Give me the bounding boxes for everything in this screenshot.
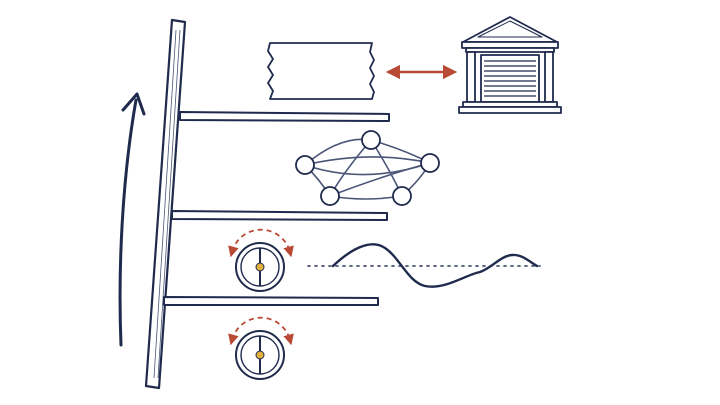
bank-building-icon bbox=[458, 16, 562, 114]
network-graph-icon bbox=[295, 130, 440, 206]
network-node bbox=[361, 130, 381, 150]
wave-signal-icon bbox=[307, 243, 541, 288]
network-node bbox=[392, 186, 412, 206]
up-arrow-icon bbox=[118, 92, 146, 347]
network-node bbox=[295, 155, 315, 175]
rung-top bbox=[179, 111, 390, 122]
rotary-dial-icon bbox=[228, 316, 294, 380]
rung-bottom bbox=[163, 296, 379, 306]
network-node bbox=[420, 153, 440, 173]
rung-middle bbox=[171, 210, 388, 221]
vertical-pole bbox=[144, 18, 187, 390]
ticket-icon bbox=[267, 42, 375, 100]
network-node bbox=[320, 186, 340, 206]
rotary-dial-icon bbox=[228, 228, 294, 292]
